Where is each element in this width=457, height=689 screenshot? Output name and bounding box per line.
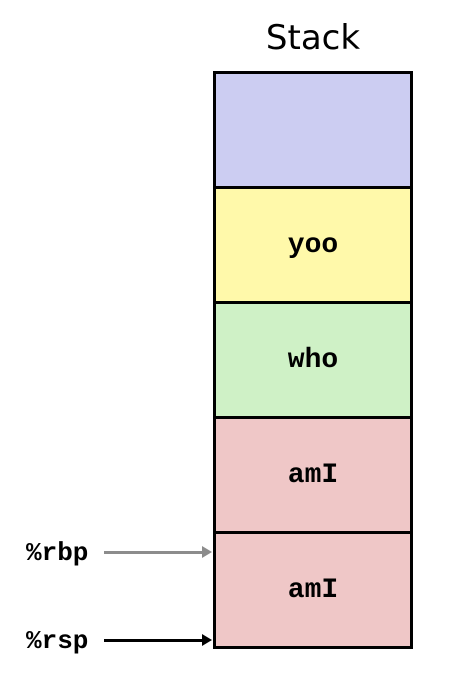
stack-title: Stack <box>265 18 361 58</box>
stack-frame-ami-1: amI <box>213 416 413 534</box>
rsp-arrow <box>104 634 212 646</box>
rbp-arrow <box>104 546 212 558</box>
stack-diagram: yoo who amI amI <box>213 71 413 649</box>
rbp-label: %rbp <box>26 538 89 568</box>
stack-frame-yoo: yoo <box>213 186 413 304</box>
stack-frame-who: who <box>213 301 413 419</box>
stack-frame-top <box>213 71 413 189</box>
rsp-label: %rsp <box>26 626 89 656</box>
stack-frame-ami-2: amI <box>213 531 413 649</box>
